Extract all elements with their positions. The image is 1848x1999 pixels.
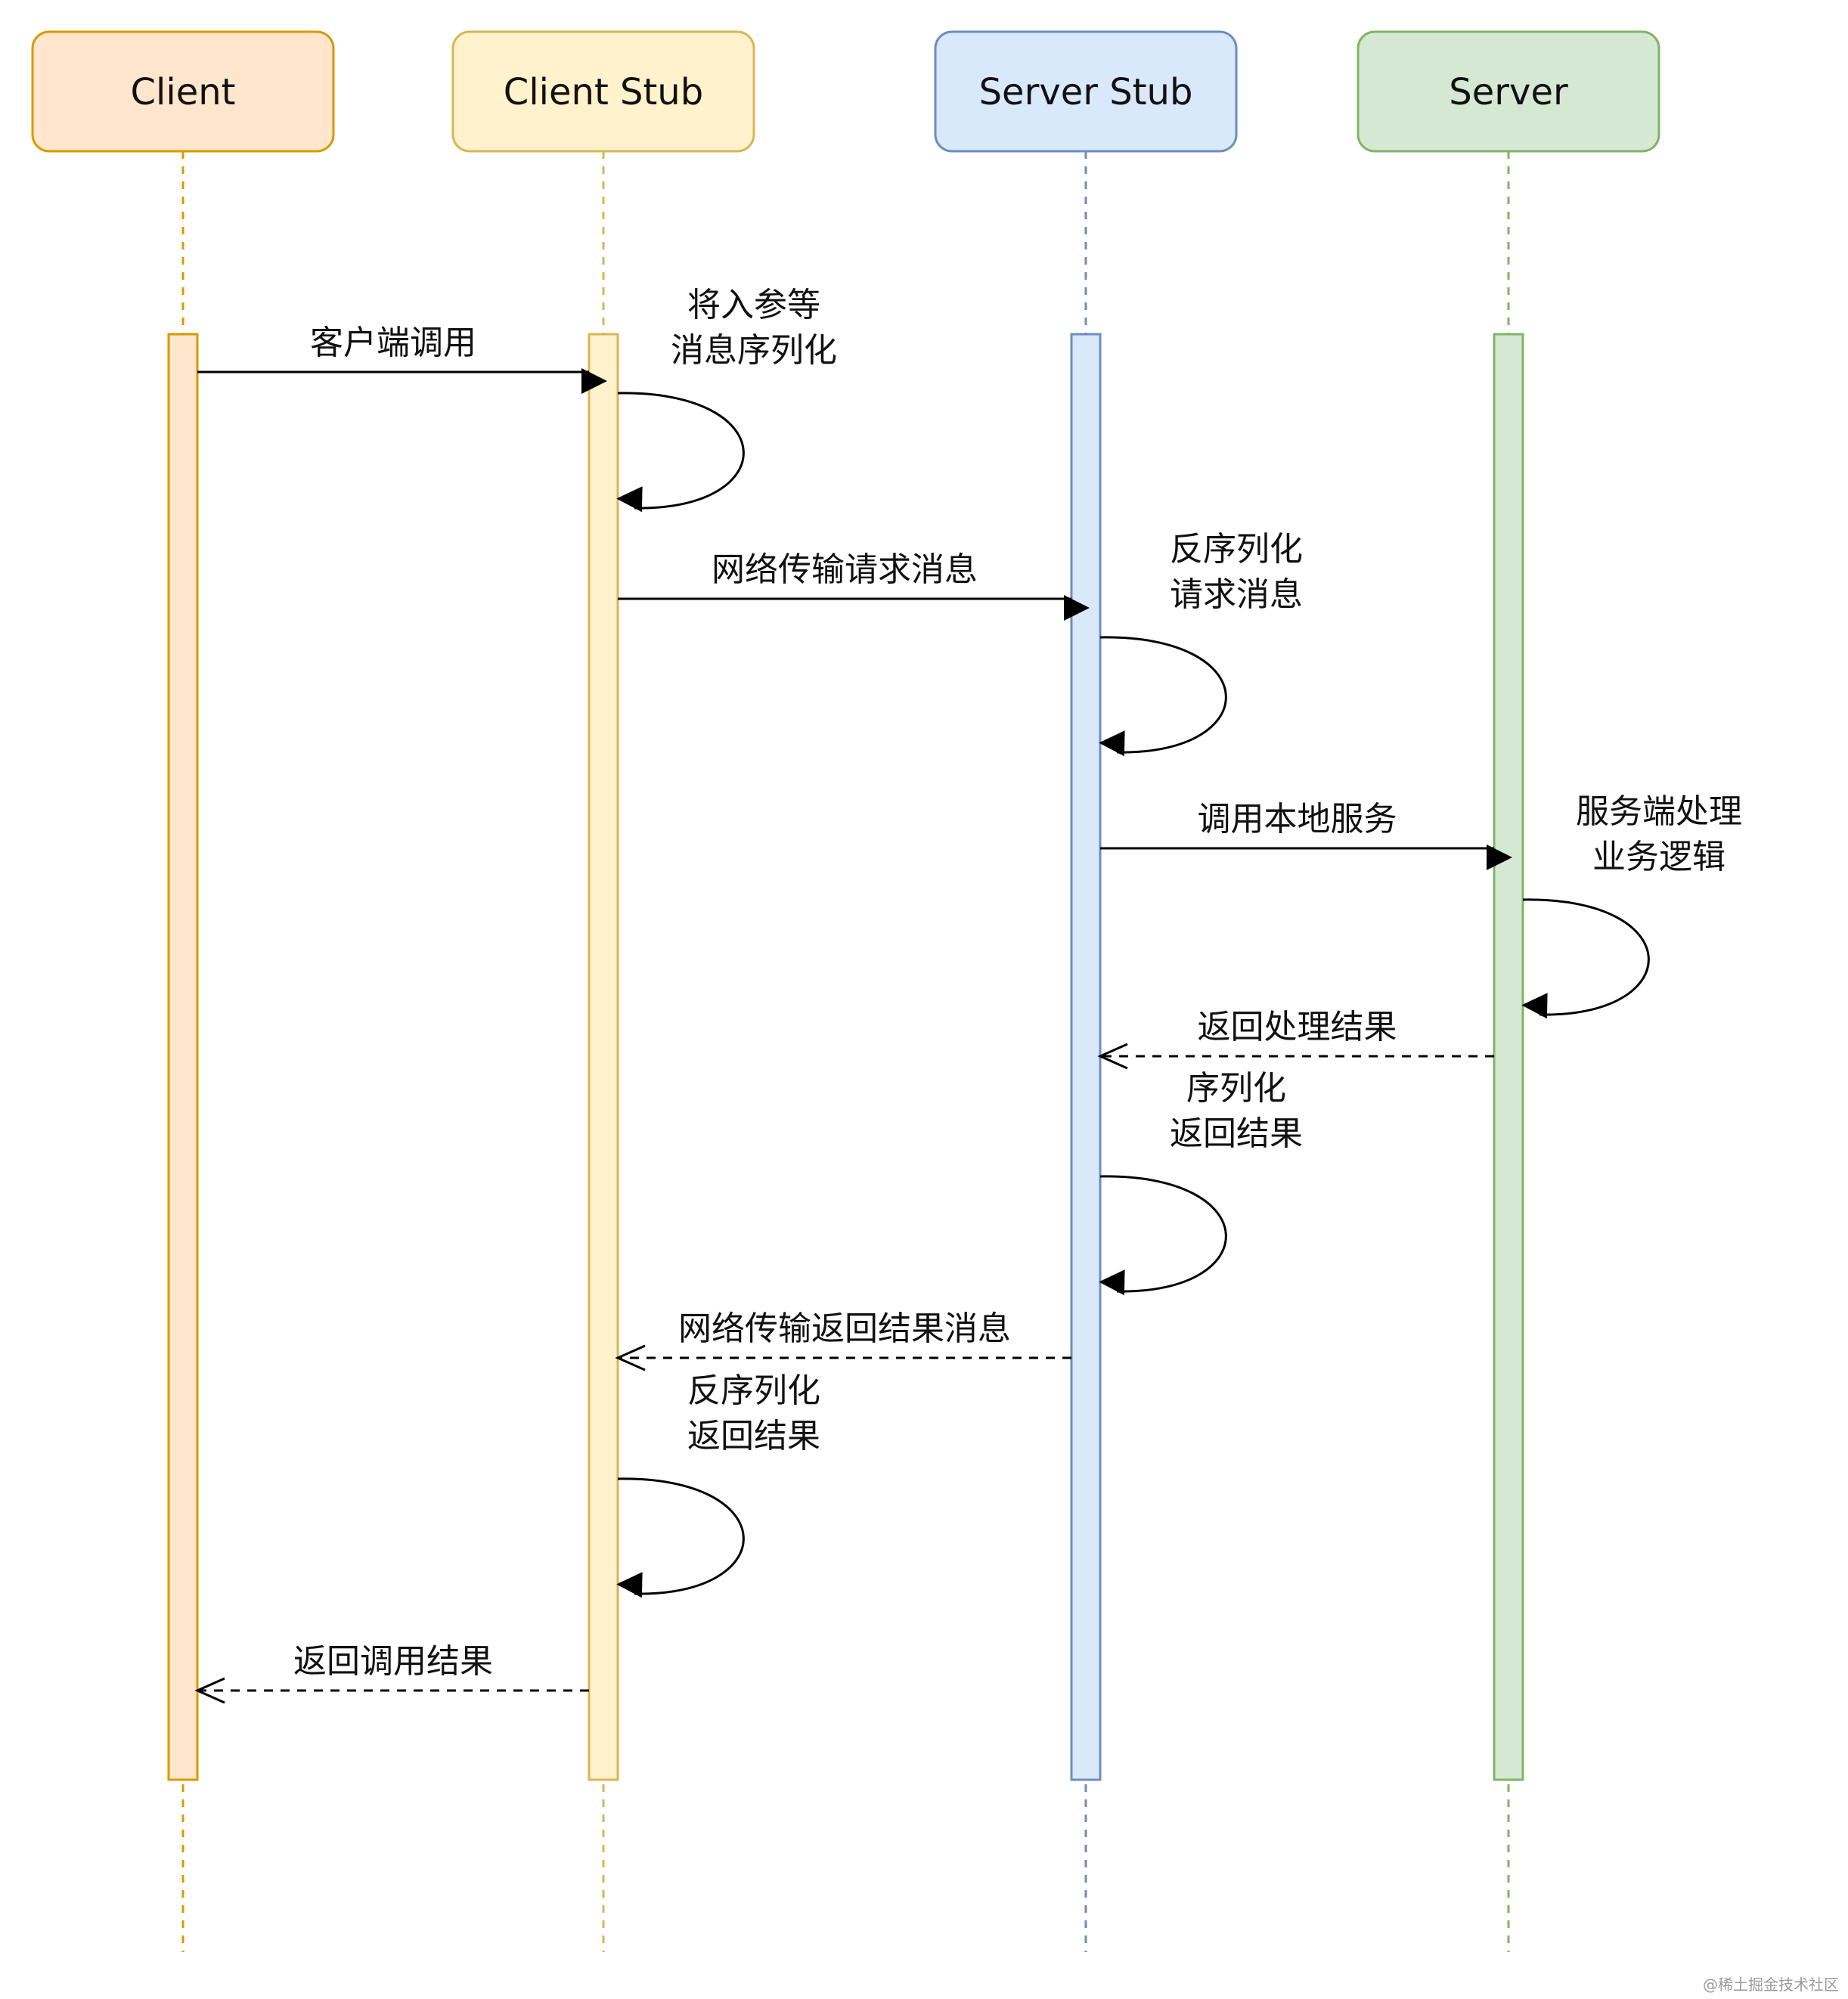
- participant-box: [934, 30, 1238, 153]
- open-arrowhead: [194, 1677, 225, 1704]
- message-label: 返回调用结果: [293, 1642, 493, 1681]
- participant-box: [451, 30, 755, 153]
- message-4: 反序列化请求消息: [1099, 530, 1303, 757]
- message-8: 序列化返回结果: [1099, 1069, 1303, 1296]
- participant-client-stub[interactable]: Client Stub: [451, 30, 755, 153]
- message-6: 服务端处理业务逻辑: [1521, 792, 1742, 1019]
- message-10: 反序列化返回结果: [616, 1371, 820, 1598]
- participant-label: Client Stub: [504, 71, 703, 113]
- self-message-label: 服务端处理业务逻辑: [1576, 792, 1742, 876]
- message-9: 网络传输返回结果消息: [615, 1309, 1071, 1371]
- message-2: 将入参等消息序列化: [616, 286, 837, 513]
- self-message-arrow: [616, 1477, 745, 1598]
- participant-label: Server Stub: [979, 71, 1193, 113]
- message-1: 客户端调用: [197, 324, 608, 395]
- participant-server[interactable]: Server: [1357, 30, 1660, 153]
- message-3: 网络传输请求消息: [618, 550, 1090, 621]
- self-message-arrow: [1521, 898, 1650, 1019]
- participant-headers: Client Client Stub Server Stub Server: [31, 30, 1660, 153]
- activation-bar-client-stub: [588, 333, 619, 1781]
- lifelines: [181, 151, 1510, 1952]
- participant-label: Server: [1449, 71, 1568, 113]
- activation-bar-server-stub: [1070, 333, 1102, 1781]
- message-label: 客户端调用: [310, 324, 476, 362]
- participant-label: Client: [131, 71, 236, 113]
- watermark: @稀土掘金技术社区: [1703, 1976, 1839, 1994]
- message-11: 返回调用结果: [194, 1642, 589, 1704]
- self-message-label: 将入参等消息序列化: [671, 286, 837, 370]
- message-label: 网络传输返回结果消息: [678, 1309, 1011, 1348]
- participant-client[interactable]: Client: [31, 30, 335, 153]
- participant-box: [1357, 30, 1660, 153]
- self-message-label: 序列化返回结果: [1170, 1069, 1303, 1153]
- self-message-label: 反序列化返回结果: [687, 1371, 820, 1455]
- self-message-arrow: [1099, 1175, 1227, 1296]
- activation-bar-client: [167, 333, 199, 1781]
- self-message-label: 反序列化请求消息: [1170, 530, 1303, 614]
- self-message-arrow: [616, 392, 745, 513]
- participant-box: [31, 30, 335, 153]
- message-label: 返回处理结果: [1198, 1008, 1397, 1046]
- open-arrowhead: [1097, 1043, 1128, 1070]
- self-message-arrow: [1099, 636, 1227, 757]
- message-label: 网络传输请求消息: [712, 550, 978, 589]
- activation-bar-server: [1493, 333, 1524, 1781]
- participant-server-stub[interactable]: Server Stub: [934, 30, 1238, 153]
- message-5: 调用本地服务: [1100, 800, 1513, 871]
- message-7: 返回处理结果: [1097, 1008, 1494, 1070]
- open-arrowhead: [615, 1344, 646, 1371]
- message-label: 调用本地服务: [1198, 800, 1397, 838]
